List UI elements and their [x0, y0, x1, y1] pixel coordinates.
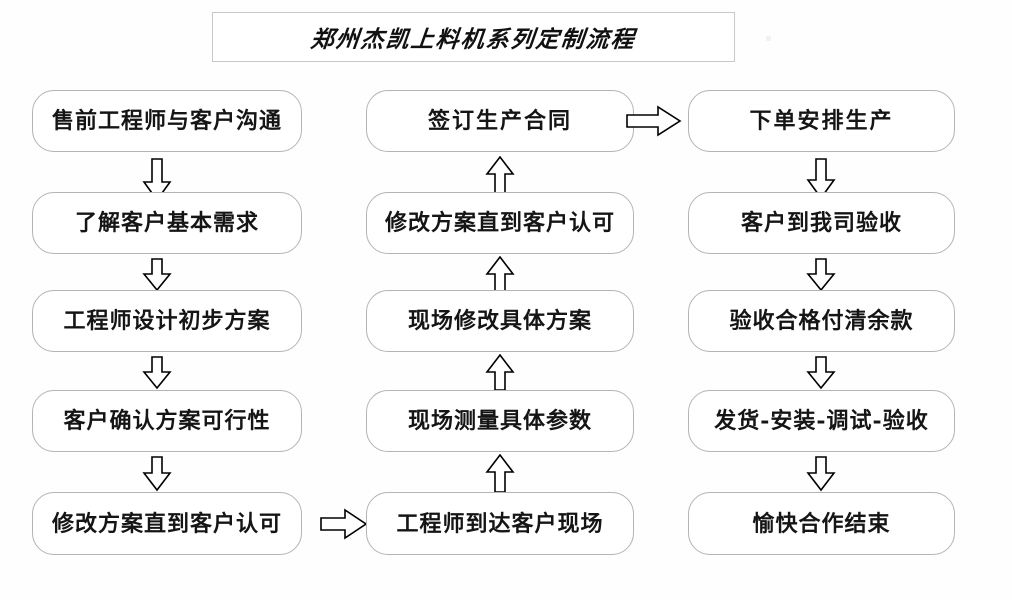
node-left-3[interactable]: 工程师设计初步方案 [32, 290, 302, 352]
node-left-1[interactable]: 售前工程师与客户沟通 [32, 90, 302, 152]
node-middle-4-label: 现场测量具体参数 [407, 408, 592, 434]
node-left-5[interactable]: 修改方案直到客户认可 [32, 492, 302, 555]
node-left-2-label: 了解客户基本需求 [74, 210, 259, 236]
node-right-3[interactable]: 验收合格付清余款 [688, 290, 955, 352]
node-right-5-label: 愉快合作结束 [752, 510, 891, 537]
node-middle-5[interactable]: 工程师到达客户现场 [366, 492, 634, 555]
node-left-4-label: 客户确认方案可行性 [63, 408, 271, 434]
node-middle-1[interactable]: 签订生产合同 [366, 90, 634, 152]
node-right-2[interactable]: 客户到我司验收 [688, 192, 955, 254]
node-right-4[interactable]: 发货-安装-调试-验收 [688, 390, 955, 452]
node-right-3-label: 验收合格付清余款 [729, 308, 914, 334]
node-right-1[interactable]: 下单安排生产 [688, 90, 955, 152]
node-left-2[interactable]: 了解客户基本需求 [32, 192, 302, 254]
arrow-middle-to-right [626, 105, 682, 137]
arrow-right-1-2 [806, 158, 836, 200]
node-middle-2-label: 修改方案直到客户认可 [384, 210, 615, 236]
node-right-2-label: 客户到我司验收 [740, 210, 902, 236]
node-right-1-label: 下单安排生产 [749, 108, 894, 134]
node-middle-2[interactable]: 修改方案直到客户认可 [366, 192, 634, 254]
arrow-left-1-2 [142, 158, 172, 202]
arrow-left-2-3 [142, 258, 172, 292]
arrow-right-4-5 [806, 456, 836, 492]
diagram-title: 郑州杰凯上料机系列定制流程 [309, 26, 638, 53]
node-middle-3-label: 现场修改具体方案 [407, 308, 592, 334]
node-right-4-label: 发货-安装-调试-验收 [714, 408, 929, 434]
node-left-1-label: 售前工程师与客户沟通 [51, 108, 282, 134]
node-right-5[interactable]: 愉快合作结束 [688, 492, 955, 555]
diagram-title-box: 郑州杰凯上料机系列定制流程 [212, 12, 735, 62]
node-middle-4[interactable]: 现场测量具体参数 [366, 390, 634, 452]
arrow-middle-4-3 [485, 354, 515, 392]
arrow-middle-2-1 [485, 156, 515, 196]
node-middle-5-label: 工程师到达客户现场 [396, 510, 604, 537]
background-artifact [766, 36, 771, 41]
arrow-left-to-middle [320, 508, 368, 540]
node-left-4[interactable]: 客户确认方案可行性 [32, 390, 302, 452]
arrow-middle-3-2 [485, 256, 515, 294]
node-left-3-label: 工程师设计初步方案 [63, 308, 271, 334]
arrow-right-3-4 [806, 356, 836, 390]
arrow-left-3-4 [142, 356, 172, 390]
arrow-right-2-3 [806, 258, 836, 292]
node-middle-3[interactable]: 现场修改具体方案 [366, 290, 634, 352]
node-left-5-label: 修改方案直到客户认可 [51, 510, 282, 537]
node-middle-1-label: 签订生产合同 [427, 108, 572, 134]
arrow-left-4-5 [142, 456, 172, 492]
arrow-middle-5-4 [485, 454, 515, 494]
